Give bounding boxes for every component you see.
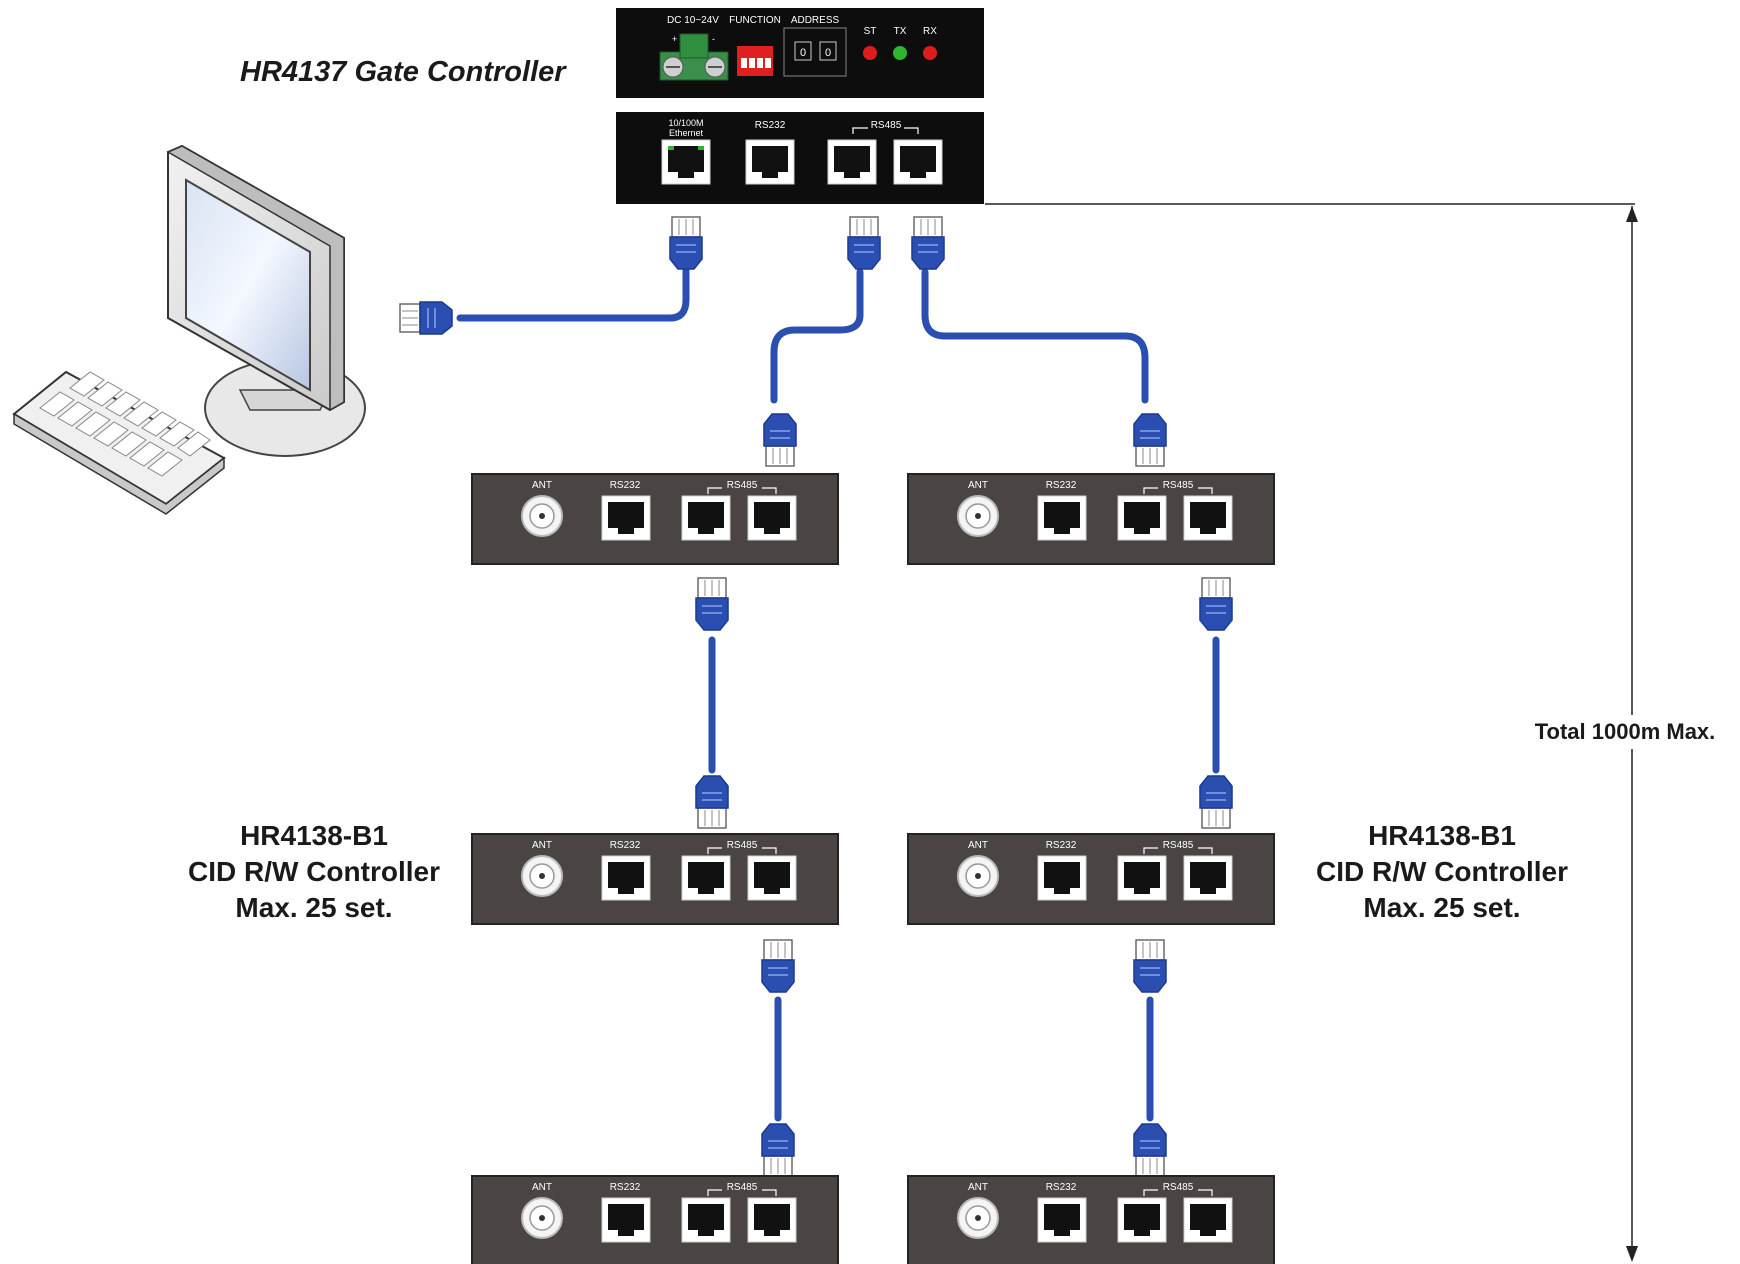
antenna-pin-icon xyxy=(975,513,981,519)
address-digit-2: 0 xyxy=(825,47,831,59)
rs232-port[interactable] xyxy=(601,855,651,901)
rs232-label: RS232 xyxy=(1046,840,1077,851)
antenna-pin-icon xyxy=(975,1215,981,1221)
rs232-label: RS232 xyxy=(610,840,641,851)
rs485-label: RS485 xyxy=(1163,480,1194,491)
dip-switch-icon[interactable] xyxy=(737,46,773,76)
reader-device: ANT RS232 RS485 xyxy=(907,833,1275,925)
gate-controller-top-panel: DC 10~24V FUNCTION ADDRESS + - 0 xyxy=(616,8,984,98)
led-st-icon xyxy=(863,46,877,60)
address-digit-1: 0 xyxy=(800,47,806,59)
right-group-label: HR4138-B1 CID R/W Controller Max. 25 set… xyxy=(1282,818,1602,926)
svg-text:-: - xyxy=(712,34,715,44)
rs485-port-in[interactable] xyxy=(1117,855,1167,901)
rs232-port[interactable] xyxy=(601,495,651,541)
rs485-port-out[interactable] xyxy=(747,1197,797,1243)
left-group-type: CID R/W Controller xyxy=(188,856,440,887)
antenna-pin-icon xyxy=(539,873,545,879)
ant-label: ANT xyxy=(532,840,552,851)
gate-controller-title: HR4137 Gate Controller xyxy=(240,56,566,88)
function-label: FUNCTION xyxy=(729,15,781,26)
power-terminal-icon: + - xyxy=(659,33,729,81)
reader-device: ANT RS232 RS485 xyxy=(471,473,839,565)
antenna-pin-icon xyxy=(539,513,545,519)
rs232-port[interactable] xyxy=(1037,1197,1087,1243)
gate-controller-port-panel: 10/100M Ethernet RS232 RS485 xyxy=(616,112,984,204)
rs232-label: RS232 xyxy=(1046,480,1077,491)
rs485-label: RS485 xyxy=(1163,840,1194,851)
ant-label: ANT xyxy=(968,840,988,851)
left-group-model: HR4138-B1 xyxy=(240,820,388,851)
led-rx-icon xyxy=(923,46,937,60)
rs485-port-in[interactable] xyxy=(1117,495,1167,541)
rs485-port-in[interactable] xyxy=(681,495,731,541)
ethernet-port[interactable] xyxy=(661,139,711,185)
status-leds: ST TX RX xyxy=(863,26,937,60)
right-group-max: Max. 25 set. xyxy=(1363,892,1521,923)
svg-text:+: + xyxy=(672,34,677,44)
reader-device: ANT RS232 RS485 xyxy=(907,1175,1275,1264)
rs232-port[interactable] xyxy=(601,1197,651,1243)
led-rx-label: RX xyxy=(923,26,937,37)
computer-icon xyxy=(12,144,366,515)
total-distance-label: Total 1000m Max. xyxy=(1510,715,1740,749)
cable-connectors xyxy=(399,216,1233,1177)
gate-rs485-label: RS485 xyxy=(871,120,902,131)
ethernet-label-line2: Ethernet xyxy=(669,128,704,138)
rs485-port-out[interactable] xyxy=(747,855,797,901)
rs232-label: RS232 xyxy=(610,1182,641,1193)
rs485-port-in[interactable] xyxy=(681,855,731,901)
rs485-label: RS485 xyxy=(727,840,758,851)
rs485-port-in[interactable] xyxy=(1117,1197,1167,1243)
rs485-bracket-icon xyxy=(1143,487,1213,494)
gate-rs485-port-1[interactable] xyxy=(827,139,877,185)
reader-device: ANT RS232 RS485 xyxy=(471,1175,839,1264)
ethernet-label-line1: 10/100M xyxy=(668,118,703,128)
rs232-label: RS232 xyxy=(1046,1182,1077,1193)
rs485-bracket-icon xyxy=(707,487,777,494)
rs232-port[interactable] xyxy=(1037,855,1087,901)
left-group-label: HR4138-B1 CID R/W Controller Max. 25 set… xyxy=(154,818,474,926)
network-cables xyxy=(456,266,1220,1122)
led-tx-label: TX xyxy=(894,26,907,37)
power-label: DC 10~24V xyxy=(667,15,719,26)
rs485-bracket-icon xyxy=(1143,1189,1213,1196)
rs232-label: RS232 xyxy=(610,480,641,491)
rs485-port-out[interactable] xyxy=(1183,1197,1233,1243)
ant-label: ANT xyxy=(968,480,988,491)
right-group-type: CID R/W Controller xyxy=(1316,856,1568,887)
rs485-bracket-icon xyxy=(707,847,777,854)
left-group-max: Max. 25 set. xyxy=(235,892,393,923)
rs485-port-out[interactable] xyxy=(1183,855,1233,901)
gate-rs232-label: RS232 xyxy=(755,120,786,131)
gate-rs232-port[interactable] xyxy=(745,139,795,185)
ant-label: ANT xyxy=(532,480,552,491)
ant-label: ANT xyxy=(532,1182,552,1193)
rs485-port-out[interactable] xyxy=(747,495,797,541)
address-label: ADDRESS xyxy=(791,15,840,26)
rs485-bracket-icon xyxy=(707,1189,777,1196)
rs232-port[interactable] xyxy=(1037,495,1087,541)
address-switch[interactable]: 0 0 xyxy=(783,27,847,77)
led-st-label: ST xyxy=(864,26,877,37)
reader-device: ANT RS232 RS485 xyxy=(907,473,1275,565)
ant-label: ANT xyxy=(968,1182,988,1193)
antenna-pin-icon xyxy=(975,873,981,879)
rs485-port-out[interactable] xyxy=(1183,495,1233,541)
led-tx-icon xyxy=(893,46,907,60)
rs485-label: RS485 xyxy=(1163,1182,1194,1193)
rs485-label: RS485 xyxy=(727,1182,758,1193)
rs485-bracket-icon xyxy=(1143,847,1213,854)
right-group-model: HR4138-B1 xyxy=(1368,820,1516,851)
antenna-pin-icon xyxy=(539,1215,545,1221)
reader-device: ANT RS232 RS485 xyxy=(471,833,839,925)
rs485-port-in[interactable] xyxy=(681,1197,731,1243)
gate-rs485-port-2[interactable] xyxy=(893,139,943,185)
rs485-label: RS485 xyxy=(727,480,758,491)
